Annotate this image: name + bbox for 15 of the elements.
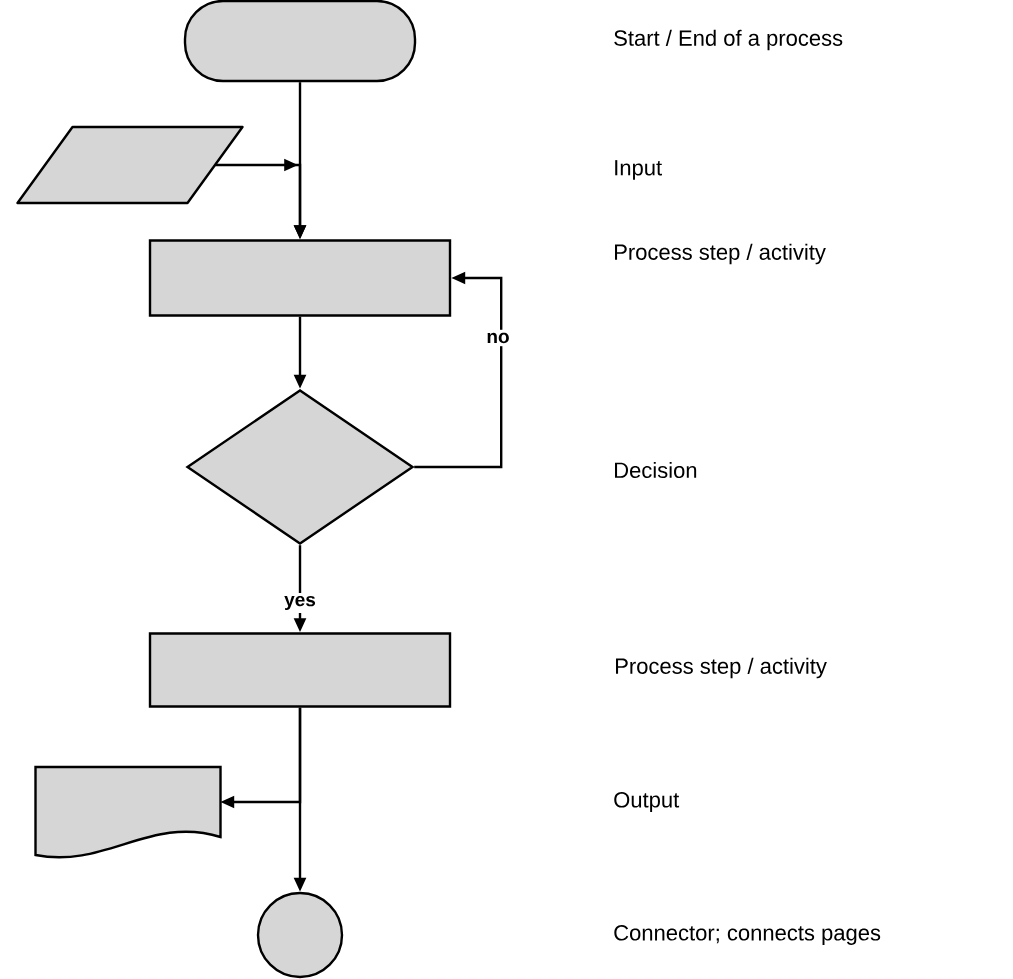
- shape-description: Output: [614, 792, 680, 812]
- shape-description: Process step / activity: [615, 243, 826, 265]
- shape-description: Decision: [615, 461, 697, 479]
- process-box: [148, 632, 452, 708]
- process-box: [148, 239, 452, 317]
- shape-description: Start / End of a process: [614, 29, 843, 51]
- edge-label: no: [483, 329, 513, 347]
- shape-description: Process step / activity: [616, 657, 827, 679]
- edge-label: yes: [281, 592, 319, 614]
- shape-description: Connector; connects pages: [614, 925, 881, 945]
- document-shape: [34, 765, 222, 859]
- terminal-shape: [183, 0, 417, 83]
- shape-description: Input: [615, 160, 662, 180]
- connector-circle: [256, 891, 344, 979]
- input-parallelogram: [16, 125, 244, 205]
